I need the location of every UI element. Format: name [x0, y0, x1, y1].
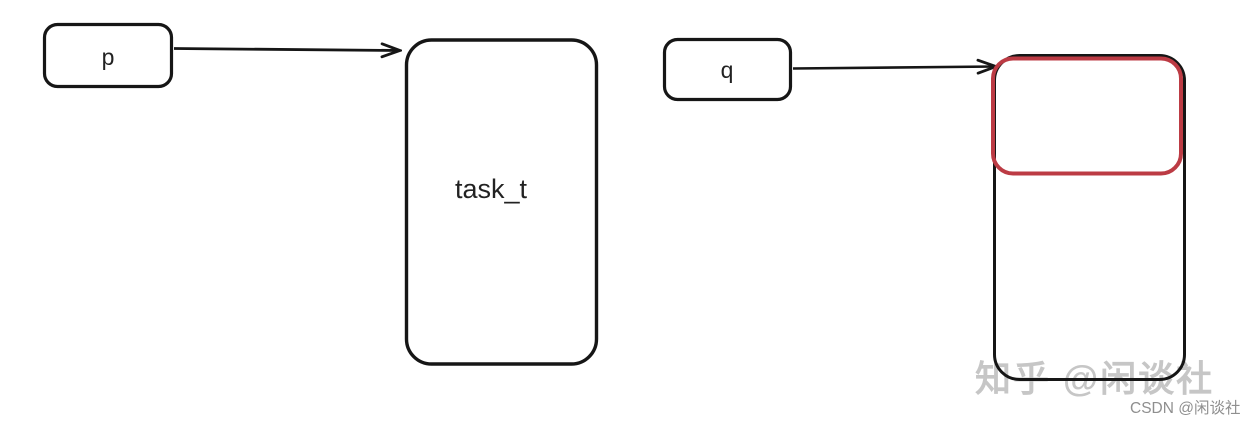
- task-struct-box: [404, 38, 599, 366]
- task-struct-box-fill: [406, 40, 597, 364]
- p-pointer-label: p: [102, 44, 115, 70]
- q-pointer-box-fill: [664, 39, 791, 100]
- q-to-struct-arrow: [792, 67, 996, 69]
- right-struct-box: [993, 54, 1186, 381]
- highlighted-member-box: [991, 56, 1183, 176]
- task-struct-label: task_t: [455, 174, 528, 204]
- right-struct-box-fill: [994, 55, 1185, 380]
- p-pointer-box: [42, 22, 174, 89]
- box-strokes: [42, 22, 1186, 381]
- watermark-csdn: CSDN @闲谈社: [1130, 399, 1240, 417]
- q-pointer-label: q: [721, 57, 734, 83]
- p-pointer-box-fill: [44, 24, 172, 87]
- q-pointer-box: [662, 37, 793, 102]
- p-to-task-arrow: [173, 49, 400, 51]
- box-fills: [44, 24, 1185, 380]
